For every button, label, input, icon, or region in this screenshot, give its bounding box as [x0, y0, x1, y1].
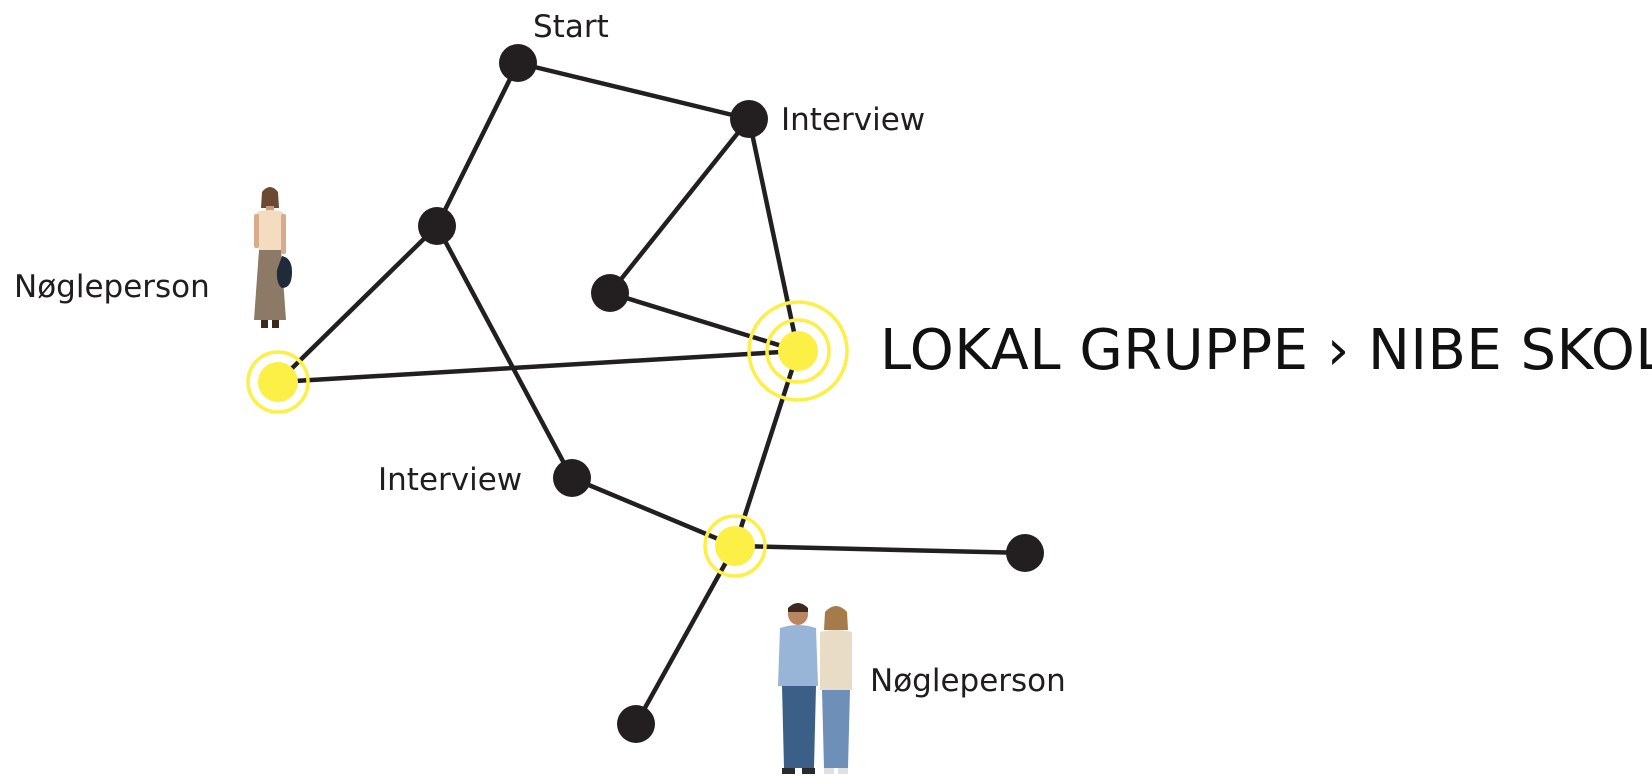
node-dot — [617, 705, 655, 743]
node-right-end — [1006, 534, 1044, 572]
label-interview-top: Interview — [781, 102, 925, 138]
node-key-bottom — [703, 514, 767, 578]
node-dot — [553, 459, 591, 497]
person-couple-icon — [778, 603, 852, 774]
edge-key-left-to-hub — [275, 348, 801, 385]
edge-interview-top-to-inner — [607, 116, 752, 296]
node-hub — [747, 300, 849, 402]
edge-start-to-interview-top — [515, 60, 752, 122]
node-ring-inner — [765, 318, 831, 384]
edge-inner-to-hub — [607, 290, 801, 354]
edge-upper-mid-to-interview-mid — [434, 223, 575, 481]
label-start: Start — [533, 9, 609, 45]
label-interview-mid: Interview — [378, 462, 522, 498]
node-dot — [715, 526, 755, 566]
node-interview-mid — [553, 459, 591, 497]
edges-layer — [275, 60, 1028, 727]
nodes-layer — [246, 44, 1044, 743]
node-inner — [591, 274, 629, 312]
node-dot — [499, 44, 537, 82]
node-dot — [418, 207, 456, 245]
edge-upper-mid-to-key-left — [275, 223, 440, 385]
node-dot — [591, 274, 629, 312]
person-woman-icon — [254, 187, 292, 328]
node-dot — [1006, 534, 1044, 572]
node-upper-mid — [418, 207, 456, 245]
node-key-left — [246, 350, 310, 414]
label-key-person-left: Nøgleperson — [14, 269, 210, 305]
node-dot — [730, 100, 768, 138]
node-interview-top — [730, 100, 768, 138]
node-start — [499, 44, 537, 82]
label-key-person-bottom: Nøgleperson — [870, 663, 1066, 699]
edge-hub-to-key-bottom — [732, 348, 801, 549]
node-ring — [703, 514, 767, 578]
edge-interview-mid-to-key-bottom — [569, 475, 738, 549]
node-ring — [246, 350, 310, 414]
diagram-title: LOKAL GRUPPE › NIBE SKOLE — [880, 318, 1652, 383]
edge-start-to-upper-mid — [434, 60, 521, 229]
edge-interview-top-to-hub — [746, 116, 801, 354]
edge-key-bottom-to-bottom-end — [633, 543, 738, 727]
node-ring-outer — [747, 300, 849, 402]
node-bottom-end — [617, 705, 655, 743]
edge-key-bottom-to-right-end — [732, 543, 1028, 556]
node-dot — [778, 331, 818, 371]
node-dot — [258, 362, 298, 402]
